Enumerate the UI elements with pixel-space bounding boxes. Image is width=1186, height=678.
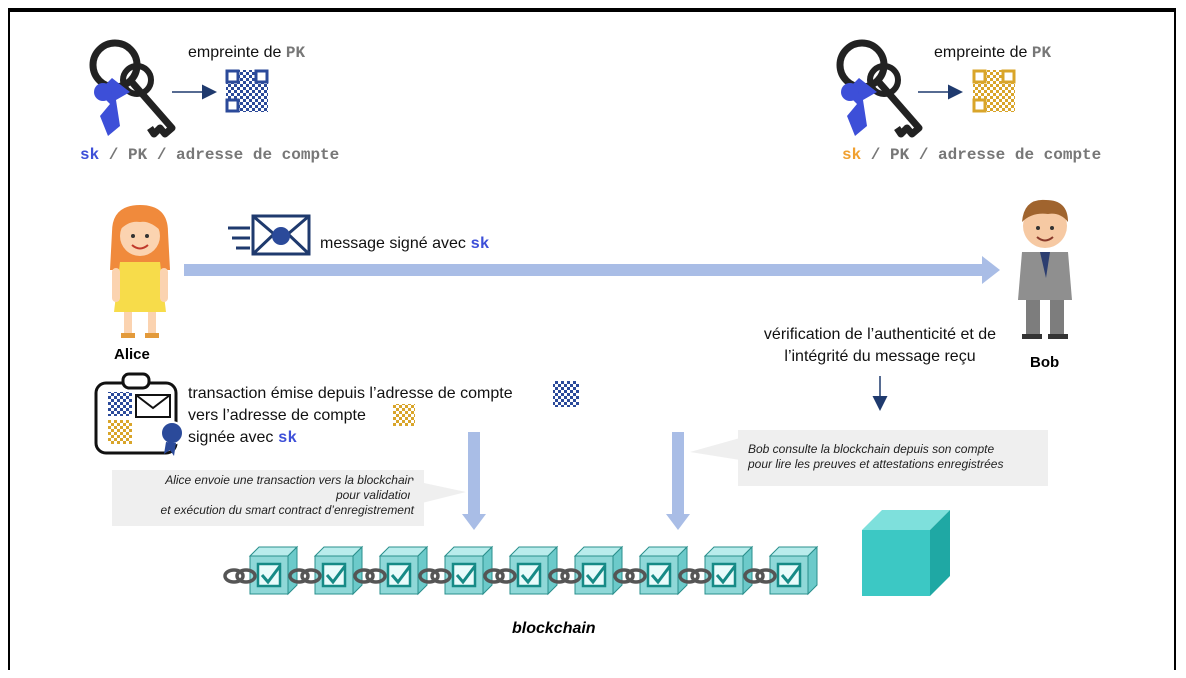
bob-read-arrow — [666, 432, 690, 530]
block-icon — [638, 545, 689, 596]
bob-name: Bob — [1030, 354, 1060, 371]
message-label: message signé avec sk — [320, 235, 490, 253]
block-icon — [248, 545, 299, 596]
chain-link-icon — [613, 568, 647, 584]
alice-qr-icon — [225, 69, 269, 113]
chain-link-icon — [288, 568, 322, 584]
chain-link-icon — [418, 568, 452, 584]
block-icon — [768, 545, 819, 596]
block-icon — [703, 545, 754, 596]
blockchain-label: blockchain — [512, 620, 596, 637]
transaction-document-icon — [94, 372, 184, 456]
alice-tx-arrow — [462, 432, 486, 530]
alice-key-caption: sk / PK / adresse de compte — [80, 146, 340, 164]
chain-link-icon — [743, 568, 777, 584]
block-icon — [378, 545, 429, 596]
bob-callout-pointer — [690, 438, 740, 460]
alice-callout: Alice envoie une transaction vers la blo… — [112, 470, 424, 526]
alice-avatar — [110, 205, 170, 338]
chain-link-icon — [548, 568, 582, 584]
block-icon — [573, 545, 624, 596]
block-icon — [443, 545, 494, 596]
chain-link-icon — [353, 568, 387, 584]
bob-key-caption: sk / PK / adresse de compte — [842, 146, 1102, 164]
verification-text: vérification de l’authenticité et de l’i… — [763, 326, 997, 365]
chain-link-icon — [483, 568, 517, 584]
block-icon — [508, 545, 559, 596]
blockchain-chain — [223, 545, 819, 596]
transaction-to-qr-icon — [393, 404, 415, 426]
chain-link-icon — [223, 568, 257, 584]
new-block-icon — [862, 510, 950, 596]
alice-fingerprint-label: empreinte de PK — [188, 44, 306, 62]
bob-fingerprint-label: empreinte de PK — [934, 44, 1052, 62]
bob-keys-icon — [836, 39, 923, 138]
bob-callout: Bob consulte la blockchain depuis son co… — [738, 430, 1048, 486]
transaction-text: transaction émise depuis l’adresse de co… — [188, 385, 513, 447]
transaction-from-qr-icon — [553, 381, 579, 407]
alice-callout-pointer — [410, 480, 466, 506]
block-icon — [313, 545, 364, 596]
bob-avatar — [1018, 199, 1072, 339]
signed-envelope-icon — [228, 214, 311, 256]
alice-keys-icon — [89, 39, 176, 138]
bob-qr-icon — [972, 69, 1016, 113]
message-arrow — [184, 256, 1000, 284]
alice-name: Alice — [114, 346, 150, 363]
chain-link-icon — [678, 568, 712, 584]
